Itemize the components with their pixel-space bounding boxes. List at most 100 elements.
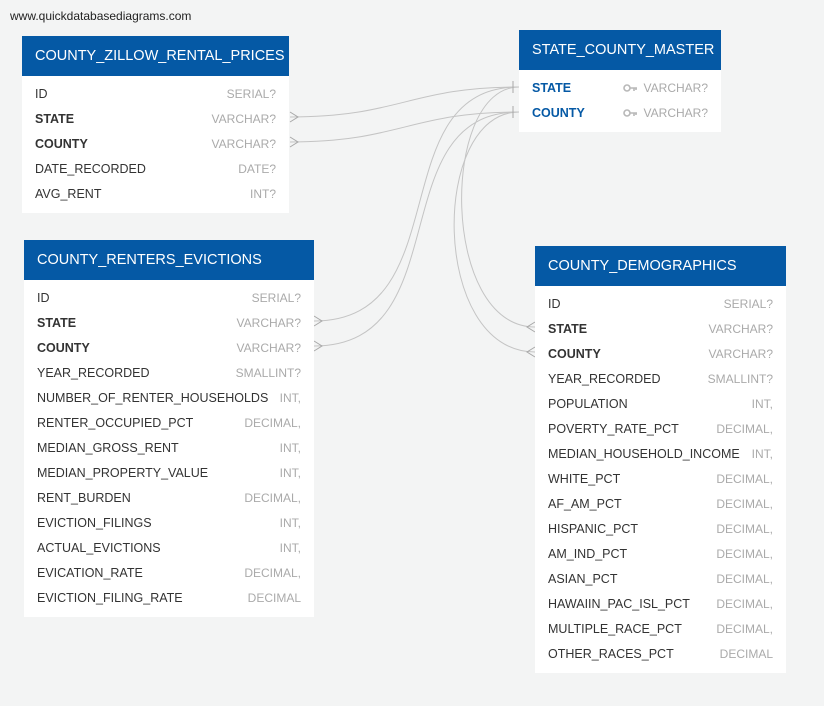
column-type: DECIMAL, bbox=[716, 521, 773, 536]
column-name: COUNTY bbox=[532, 105, 585, 120]
column-type: VARCHAR? bbox=[643, 80, 708, 95]
column-type: VARCHAR? bbox=[211, 136, 276, 151]
column-type: SMALLINT? bbox=[707, 371, 773, 386]
column-row[interactable]: STATE VARCHAR? bbox=[519, 75, 721, 100]
column-type: INT, bbox=[279, 390, 301, 405]
table-title[interactable]: COUNTY_RENTERS_EVICTIONS bbox=[24, 240, 314, 280]
column-type: VARCHAR? bbox=[708, 321, 773, 336]
column-type: DECIMAL, bbox=[716, 471, 773, 486]
column-type: VARCHAR? bbox=[211, 111, 276, 126]
column-type-cell: INT, bbox=[280, 466, 301, 480]
relation-evictions-county bbox=[313, 111, 520, 347]
column-row[interactable]: MEDIAN_PROPERTY_VALUE INT, bbox=[24, 460, 314, 485]
column-type: INT, bbox=[751, 446, 773, 461]
column-type-cell: DECIMAL, bbox=[244, 416, 301, 430]
key-icon bbox=[622, 108, 637, 117]
column-type-cell: DECIMAL, bbox=[716, 497, 773, 511]
column-type-cell: DECIMAL, bbox=[716, 547, 773, 561]
column-type-cell: INT, bbox=[280, 541, 301, 555]
column-row[interactable]: NUMBER_OF_RENTER_HOUSEHOLDS INT, bbox=[24, 385, 314, 410]
table-title[interactable]: COUNTY_ZILLOW_RENTAL_PRICES bbox=[22, 36, 289, 76]
column-type: INT, bbox=[279, 465, 301, 480]
column-row[interactable]: MEDIAN_GROSS_RENT INT, bbox=[24, 435, 314, 460]
column-name: EVICTION_FILING_RATE bbox=[37, 590, 183, 605]
column-type-cell: SMALLINT? bbox=[236, 366, 301, 380]
watermark-link[interactable]: www.quickdatabasediagrams.com bbox=[10, 9, 192, 23]
column-type-cell: DECIMAL bbox=[248, 591, 301, 605]
column-type-cell: SMALLINT? bbox=[708, 372, 773, 386]
table-title[interactable]: COUNTY_DEMOGRAPHICS bbox=[535, 246, 786, 286]
column-type: DECIMAL, bbox=[716, 571, 773, 586]
column-type: DECIMAL, bbox=[716, 496, 773, 511]
column-row[interactable]: EVICTION_FILING_RATE DECIMAL bbox=[24, 585, 314, 610]
column-name: COUNTY bbox=[37, 340, 90, 355]
column-type-cell: SERIAL? bbox=[252, 291, 301, 305]
column-name: YEAR_RECORDED bbox=[37, 365, 150, 380]
column-row[interactable]: MEDIAN_HOUSEHOLD_INCOME INT, bbox=[535, 441, 786, 466]
column-name: MEDIAN_PROPERTY_VALUE bbox=[37, 465, 209, 480]
column-type-cell: DECIMAL, bbox=[716, 522, 773, 536]
column-type-cell: INT, bbox=[280, 391, 301, 405]
column-row[interactable]: AF_AM_PCT DECIMAL, bbox=[535, 491, 786, 516]
column-name: ID bbox=[35, 86, 48, 101]
column-name: STATE bbox=[548, 321, 588, 336]
column-name: MEDIAN_GROSS_RENT bbox=[37, 440, 179, 455]
column-type: DECIMAL, bbox=[244, 565, 301, 580]
column-row[interactable]: YEAR_RECORDED SMALLINT? bbox=[535, 366, 786, 391]
column-name: COUNTY bbox=[548, 346, 601, 361]
table-title[interactable]: STATE_COUNTY_MASTER bbox=[519, 30, 721, 70]
column-type-cell: VARCHAR? bbox=[237, 316, 301, 330]
column-type: DECIMAL, bbox=[716, 421, 773, 436]
column-type: DECIMAL bbox=[247, 590, 301, 605]
column-row[interactable]: POVERTY_RATE_PCT DECIMAL, bbox=[535, 416, 786, 441]
key-icon bbox=[622, 83, 637, 92]
column-row[interactable]: YEAR_RECORDED SMALLINT? bbox=[24, 360, 314, 385]
column-name: YEAR_RECORDED bbox=[548, 371, 661, 386]
column-type: SERIAL? bbox=[251, 290, 301, 305]
column-name: ASIAN_PCT bbox=[548, 571, 618, 586]
column-type: DECIMAL, bbox=[244, 415, 301, 430]
column-row[interactable]: ASIAN_PCT DECIMAL, bbox=[535, 566, 786, 591]
column-type: INT, bbox=[279, 440, 301, 455]
column-type-cell: VARCHAR? bbox=[622, 80, 708, 95]
column-name: MEDIAN_HOUSEHOLD_INCOME bbox=[548, 446, 740, 461]
column-type: INT, bbox=[279, 540, 301, 555]
column-name: POVERTY_RATE_PCT bbox=[548, 421, 679, 436]
column-type-cell: DATE? bbox=[238, 162, 276, 176]
column-row[interactable]: STATE VARCHAR? bbox=[535, 316, 786, 341]
column-type-cell: DECIMAL, bbox=[716, 597, 773, 611]
column-type-cell: DECIMAL bbox=[720, 647, 773, 661]
column-name: AF_AM_PCT bbox=[548, 496, 622, 511]
column-name: NUMBER_OF_RENTER_HOUSEHOLDS bbox=[37, 390, 269, 405]
column-row[interactable]: STATE VARCHAR? bbox=[24, 310, 314, 335]
column-name: STATE bbox=[532, 80, 572, 95]
column-name: STATE bbox=[37, 315, 77, 330]
